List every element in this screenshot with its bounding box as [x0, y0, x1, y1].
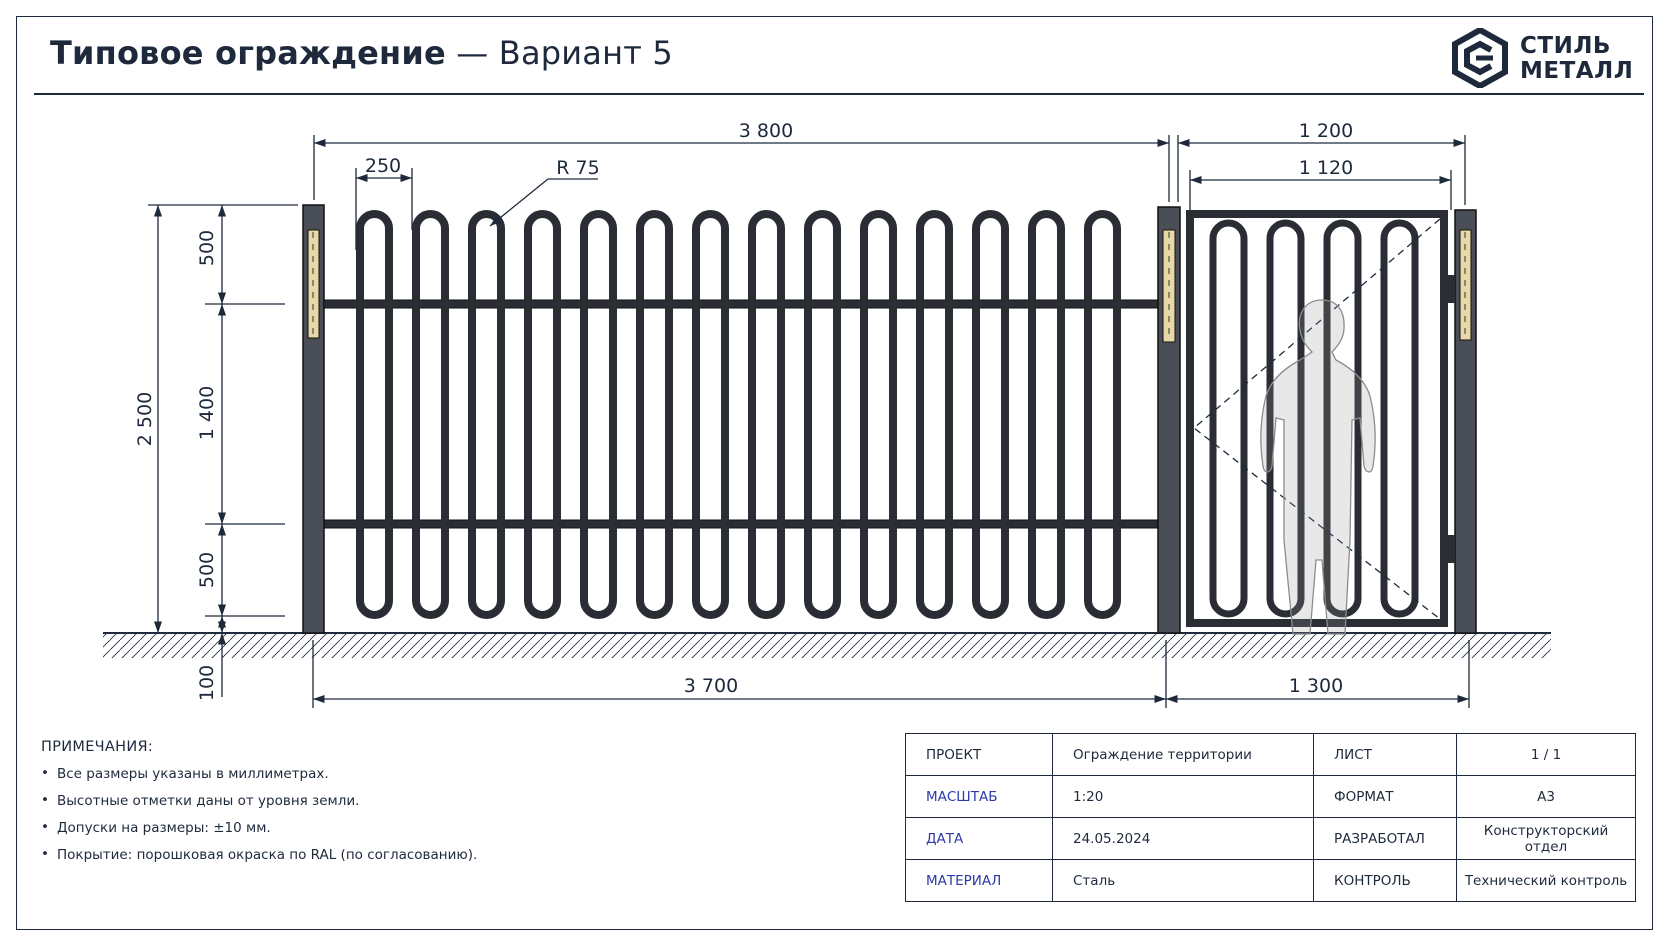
fence-drawing: 3 800 1 200 1 120 250 R 75 2 500 500 1 4…	[103, 120, 1551, 708]
dim-top-section: 3 800	[739, 120, 793, 142]
stamp-key: МАТЕРИАЛ	[905, 859, 1053, 902]
stamp-key: ЛИСТ	[1313, 733, 1457, 776]
dim-radius: R 75	[556, 157, 599, 179]
notes-list: Все размеры указаны в миллиметрах. Высот…	[41, 765, 861, 863]
logo-line2: МЕТАЛЛ	[1520, 58, 1634, 84]
note-item: Все размеры указаны в миллиметрах.	[41, 765, 861, 782]
human-silhouette-icon	[1260, 299, 1376, 635]
table-row: ПРОЕКТ Ограждение территории ЛИСТ 1 / 1	[905, 733, 1636, 776]
dimension-lines	[148, 135, 1470, 708]
page-title: Типовое ограждение — Вариант 5	[50, 34, 673, 72]
dim-bottom-gate: 1 300	[1289, 675, 1343, 697]
stamp-value: 1:20	[1052, 775, 1314, 818]
stamp-key: РАЗРАБОТАЛ	[1313, 817, 1457, 860]
stamp-key: ПРОЕКТ	[905, 733, 1053, 776]
title-block-table: ПРОЕКТ Ограждение территории ЛИСТ 1 / 1 …	[905, 733, 1636, 902]
table-row: МАТЕРИАЛ Сталь КОНТРОЛЬ Технический конт…	[905, 859, 1636, 902]
dim-bottom-section: 3 700	[684, 675, 738, 697]
note-item: Допуски на размеры: ±10 мм.	[41, 819, 861, 836]
company-logo: СТИЛЬ МЕТАЛЛ	[1452, 26, 1642, 90]
stamp-value: 24.05.2024	[1052, 817, 1314, 860]
logo-line1: СТИЛЬ	[1520, 33, 1611, 59]
dim-height-total: 2 500	[134, 392, 156, 446]
dim-gate-inner: 1 120	[1299, 157, 1353, 179]
hexagon-s-logo-icon	[1452, 28, 1508, 88]
dim-height-top: 500	[196, 230, 218, 266]
title-underline	[34, 93, 1644, 95]
dim-height-mid: 1 400	[196, 386, 218, 440]
stamp-value: Технический контроль	[1456, 859, 1636, 902]
stamp-value: 1 / 1	[1456, 733, 1636, 776]
dim-ground-clear: 100	[196, 665, 218, 701]
stamp-value: А3	[1456, 775, 1636, 818]
stamp-key: ФОРМАТ	[1313, 775, 1457, 818]
gate	[1186, 210, 1455, 627]
notes-title: ПРИМЕЧАНИЯ:	[41, 739, 154, 755]
stamp-key: МАСШТАБ	[905, 775, 1053, 818]
table-row: ДАТА 24.05.2024 РАЗРАБОТАЛ Конструкторск…	[905, 817, 1636, 860]
stamp-key: ДАТА	[905, 817, 1053, 860]
stamp-value: Ограждение территории	[1052, 733, 1314, 776]
ground	[103, 632, 1551, 658]
dim-height-bottom: 500	[196, 552, 218, 588]
dim-top-gate: 1 200	[1299, 120, 1353, 142]
note-item: Покрытие: порошковая окраска по RAL (по …	[41, 846, 861, 863]
dim-picket-pitch: 250	[365, 155, 401, 177]
stamp-value: Конструкторский отдел	[1456, 817, 1636, 860]
stamp-key: КОНТРОЛЬ	[1313, 859, 1457, 902]
title-variant: — Вариант 5	[445, 34, 673, 72]
table-row: МАСШТАБ 1:20 ФОРМАТ А3	[905, 775, 1636, 818]
title-bold: Типовое ограждение	[50, 34, 446, 72]
drawing-frame	[16, 16, 1653, 930]
stamp-value: Сталь	[1052, 859, 1314, 902]
pickets	[356, 210, 1121, 619]
note-item: Высотные отметки даны от уровня земли.	[41, 792, 861, 809]
posts	[302, 204, 1477, 634]
logo-text: СТИЛЬ МЕТАЛЛ	[1520, 34, 1633, 84]
notes-block: ПРИМЕЧАНИЯ: Все размеры указаны в миллим…	[41, 739, 861, 874]
